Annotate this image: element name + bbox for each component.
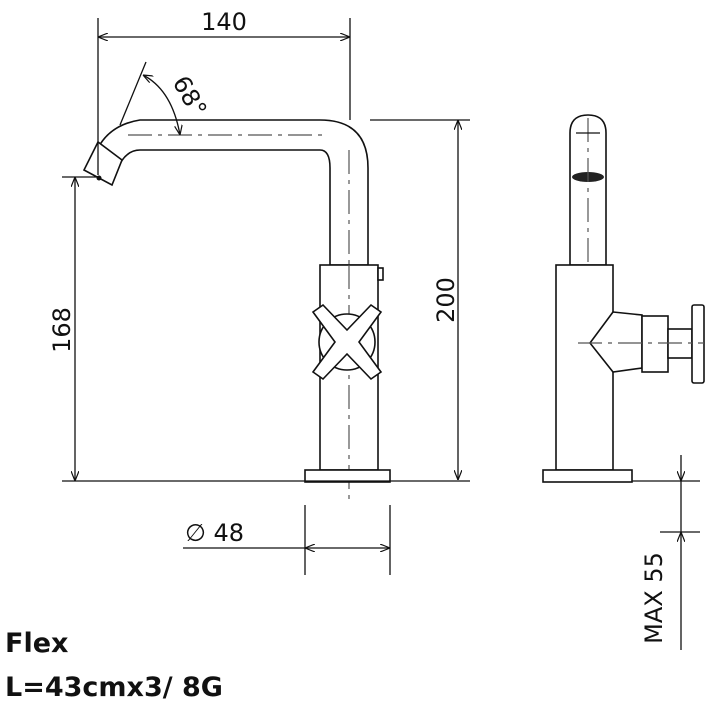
height-spout-label: 168	[48, 307, 76, 353]
width-dimension: 140	[97, 8, 351, 175]
product-name: Flex	[5, 628, 69, 659]
max-thickness-dimension: MAX 55	[632, 455, 700, 650]
angle-label: 68°	[167, 71, 213, 122]
max-thickness-label: MAX 55	[640, 552, 668, 644]
height-total-dimension: 200	[370, 119, 470, 480]
product-spec: L=43cmx3/ 8G	[5, 672, 223, 703]
cross-handle	[311, 303, 383, 381]
height-total-label: 200	[432, 277, 460, 323]
front-view	[82, 119, 391, 500]
diameter-dimension: ∅ 48	[183, 505, 391, 575]
diameter-label: ∅ 48	[185, 519, 244, 547]
height-spout-dimension: 168	[48, 176, 100, 481]
side-view	[542, 114, 705, 483]
width-label: 140	[201, 8, 247, 36]
